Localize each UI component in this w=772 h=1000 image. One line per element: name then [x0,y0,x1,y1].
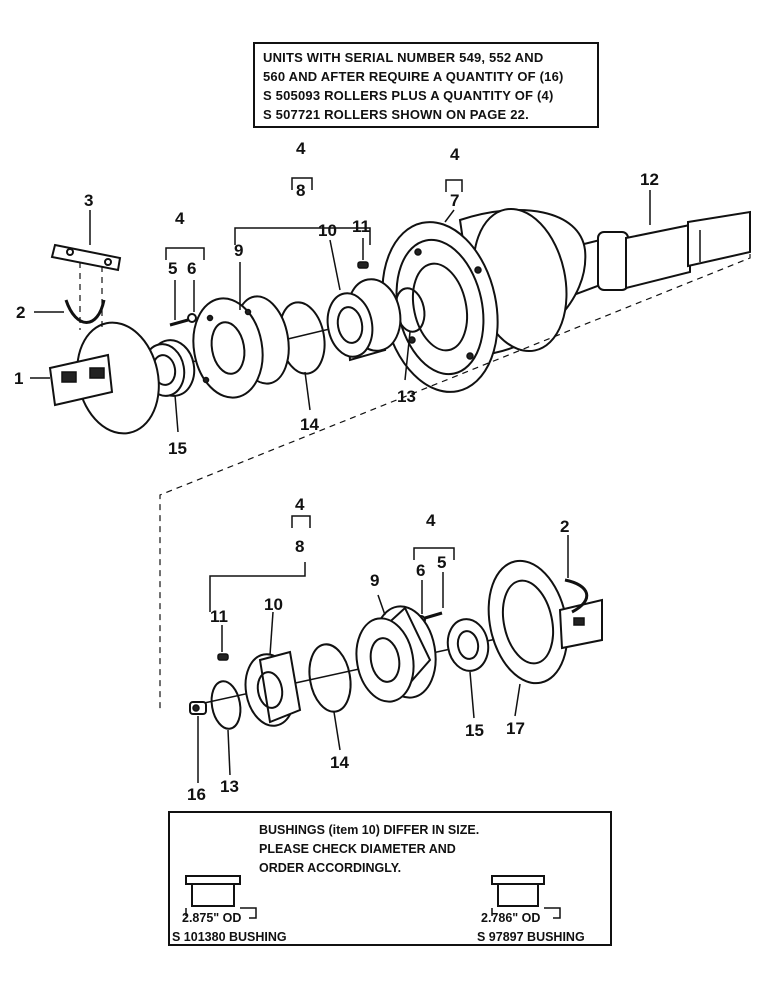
bushing-sketch-left [185,875,257,919]
right-bushing-part: S 97897 BUSHING [477,930,585,944]
part-2-clip-top [64,299,106,324]
bushing-note-line-2: PLEASE CHECK DIAMETER AND [259,842,456,856]
part-11-pin-top [357,261,369,269]
callout-15: 15 [168,439,187,458]
note-line-3: S 505093 ROLLERS PLUS A QUANTITY OF (4) [263,88,554,103]
note-line-4: S 507721 ROLLERS SHOWN ON PAGE 22. [263,107,529,122]
callout-b-11: 11 [210,607,228,626]
callout-b-16: 16 [187,785,206,804]
assembly-link-dashed [159,232,751,710]
part-2-clip-bottom [564,578,589,614]
callout-b-14: 14 [330,753,349,772]
part-1-bracket-top [48,321,160,435]
left-bushing-od: 2.875" OD [182,911,241,925]
callouts-bottom: 4 8 4 6 5 2 9 10 11 16 13 14 15 17 [187,495,569,804]
part-9-collar-top [192,295,290,399]
callout-8: 8 [296,181,305,200]
callout-b-4b: 4 [426,511,436,530]
callout-3: 3 [84,191,93,210]
bushing-sketch-right [491,875,561,919]
callout-4a: 4 [175,209,185,228]
note-line-1: UNITS WITH SERIAL NUMBER 549, 552 AND [263,50,544,65]
callout-b-9: 9 [370,571,379,590]
part-9-collar-bottom [355,605,437,703]
note-line-2: 560 AND AFTER REQUIRE A QUANTITY OF (16) [263,69,564,84]
callout-b-13: 13 [220,777,239,796]
part-13-o-ring-bottom [210,680,242,730]
callout-leaders [30,177,651,783]
left-bushing-part: S 101380 BUSHING [172,930,287,944]
callout-4c: 4 [450,145,460,164]
callout-b-17: 17 [506,719,525,738]
part-10-bushing-top [326,278,402,362]
callout-6: 6 [187,259,196,278]
bushing-note-box: BUSHINGS (item 10) DIFFER IN SIZE. PLEAS… [168,811,612,946]
callout-b-6: 6 [416,561,425,580]
callout-b-10: 10 [264,595,283,614]
callout-b-2: 2 [560,517,569,536]
callout-10: 10 [318,221,337,240]
callout-b-5: 5 [437,553,446,572]
callout-b-8: 8 [295,537,304,556]
part-11-pin-bottom [217,653,229,661]
callouts-top: 1 2 3 4 5 6 9 4 8 10 11 4 7 12 13 14 15 [14,139,659,458]
callout-14: 14 [300,415,319,434]
bushing-note-line-1: BUSHINGS (item 10) DIFFER IN SIZE. [259,823,479,837]
callout-4b: 4 [296,139,306,158]
part-17-end-cap [487,559,603,685]
part-16-plug [189,701,207,715]
part-15-seal-bottom [446,618,490,672]
right-bushing-od: 2.786" OD [481,911,540,925]
callout-2: 2 [16,303,25,322]
part-3-plate [50,243,122,330]
part-12-shaft [559,210,751,302]
part-14-o-ring-bottom [308,643,352,713]
callout-9: 9 [234,241,243,260]
callout-11: 11 [352,217,370,236]
callout-1: 1 [14,369,23,388]
callout-13: 13 [397,387,416,406]
part-5-6-bolt-washer-top [169,313,197,327]
part-7-roller [381,207,587,393]
callout-b-15: 15 [465,721,484,740]
part-10-bushing-bottom [244,650,302,727]
callout-12: 12 [640,170,659,189]
callout-5: 5 [168,259,177,278]
bushing-note-line-3: ORDER ACCORDINGLY. [259,861,401,875]
callout-b-4a: 4 [295,495,305,514]
serial-number-note: UNITS WITH SERIAL NUMBER 549, 552 AND 56… [253,42,599,128]
callout-7: 7 [450,191,459,210]
